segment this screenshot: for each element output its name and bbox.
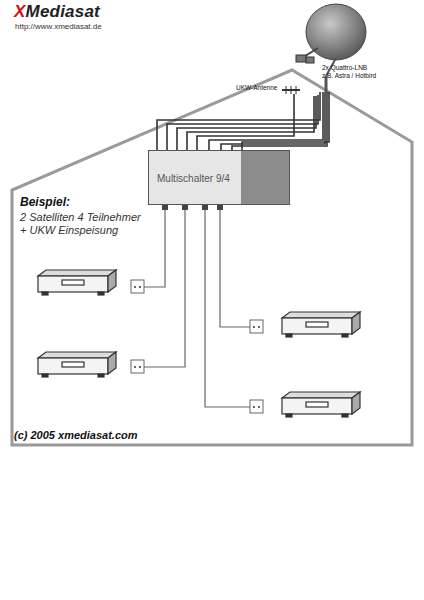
example-text: + UKW Einspeisung [20,224,118,236]
example-text: 2 Satelliten 4 Teilnehmer [20,211,141,223]
house-outline [12,70,412,445]
receivers [38,270,360,417]
output-ports [162,205,223,210]
example-heading: Beispiel: [20,196,70,209]
socket-holes [134,286,260,408]
url-text: http://www.xmediasat.de [15,23,102,32]
lnb-label: z.B. Astra / Hotbird [322,72,376,79]
multiswitch-box: Multischalter 9/4 [148,150,290,205]
antenna-label: UKW-Antenne [236,84,277,91]
copyright-text: (c) 2005 xmediasat.com [14,429,138,441]
logo-text: XMediasat [14,3,100,22]
ukw-antenna [282,86,300,94]
output-cables [144,210,250,407]
switch-label: Multischalter 9/4 [153,173,234,184]
lnb-label: 2x Quattro-LNB [322,64,367,71]
input-cables [157,92,329,150]
wall-sockets [131,280,263,413]
